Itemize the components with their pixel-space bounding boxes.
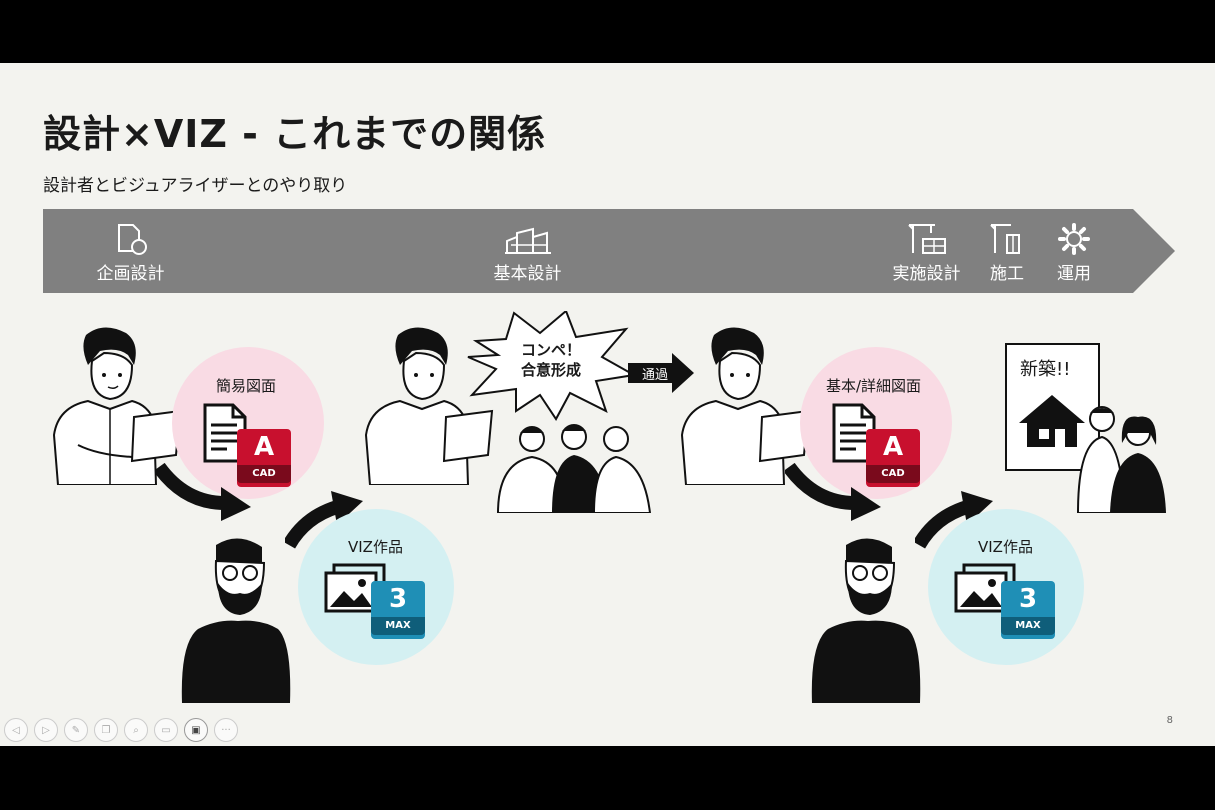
prev-icon[interactable]: ◁ [4, 718, 28, 742]
pen-icon[interactable]: ✎ [64, 718, 88, 742]
phase-label: 基本設計 [493, 264, 562, 284]
speech-burst [467, 311, 636, 421]
couple-illustration [1076, 406, 1166, 513]
camera-icon[interactable]: ▣ [184, 718, 208, 742]
construction-icon [990, 224, 1020, 254]
cad-letter: A [882, 432, 904, 462]
autocad-badge: A CAD [866, 429, 920, 487]
arrow-up-right-2 [915, 491, 993, 549]
image-gallery-icon [324, 563, 386, 613]
phase-kihon: 基本設計 [485, 223, 570, 284]
slide-title: 設計×VIZ - これまでの関係 [43, 112, 547, 156]
drawing-label-1: 簡易図面 [216, 377, 277, 395]
crane-icon [907, 224, 946, 254]
zoom-icon[interactable]: ⌕ [124, 718, 148, 742]
newbuild-label: 新築!! [1020, 359, 1071, 380]
newbuild-poster [1005, 343, 1100, 471]
max-number: 3 [1018, 584, 1038, 614]
arrow-up-right-1 [285, 491, 363, 549]
more-icon[interactable]: ··· [214, 718, 238, 742]
arrow-down-right-2 [785, 463, 881, 521]
document-shape-icon [117, 224, 147, 255]
stakeholders-group [496, 424, 652, 513]
drawing-label-2: 基本/詳細図面 [826, 377, 922, 395]
3dsmax-badge: 3 MAX [371, 581, 425, 639]
phase-label: 施工 [990, 264, 1024, 284]
3dsmax-badge: 3 MAX [1001, 581, 1055, 639]
viz-label-2: VIZ作品 [978, 538, 1033, 556]
slide: 設計×VIZ - これまでの関係 設計者とビジュアライザーとのやり取り 企画設計… [0, 63, 1215, 746]
document-icon [832, 403, 876, 463]
burst-line: 合意形成 [520, 361, 581, 379]
phase-label: 企画設計 [96, 264, 165, 284]
autocad-badge: A CAD [237, 429, 291, 487]
building-icon [504, 227, 551, 254]
cad-text: CAD [237, 465, 291, 483]
slide-subtitle: 設計者とビジュアライザーとのやり取り [43, 176, 348, 196]
phase-label: 運用 [1057, 264, 1091, 284]
designer-with-laptop-3 [680, 327, 810, 485]
phase-jisshi: 実施設計 [884, 223, 969, 284]
arrow-down-right-1 [155, 463, 251, 521]
burst-text: コンペ！ 合意形成 [506, 340, 596, 380]
burst-line: コンペ！ [520, 341, 581, 359]
subtitle-icon[interactable]: ▭ [154, 718, 178, 742]
phase-kikaku: 企画設計 [88, 223, 173, 284]
phase-unyo: 運用 [1050, 223, 1098, 284]
designer-with-laptop-1 [52, 327, 182, 485]
presentation-toolbar: ◁ ▷ ✎ ❐ ⌕ ▭ ▣ ··· [4, 718, 238, 742]
cad-letter: A [253, 432, 275, 462]
phase-seko: 施工 [983, 223, 1031, 284]
visualizer-1 [181, 538, 291, 703]
viz-label-1: VIZ作品 [348, 538, 403, 556]
competition-text: コンペ！ 合意形成 [506, 340, 596, 380]
visualizer-2 [811, 538, 921, 703]
gear-icon [1058, 223, 1090, 255]
phase-banner-arrow [43, 209, 1175, 293]
copy-icon[interactable]: ❐ [94, 718, 118, 742]
max-number: 3 [388, 584, 408, 614]
max-text: MAX [371, 617, 425, 635]
image-gallery-icon [954, 563, 1016, 613]
phase-label: 実施設計 [892, 264, 961, 284]
max-text: MAX [1001, 617, 1055, 635]
pass-label: 通過 [642, 368, 669, 383]
designer-with-laptop-2 [364, 327, 494, 485]
page-number: 8 [1166, 715, 1173, 726]
next-icon[interactable]: ▷ [34, 718, 58, 742]
pass-arrow [628, 353, 694, 393]
cad-text: CAD [866, 465, 920, 483]
